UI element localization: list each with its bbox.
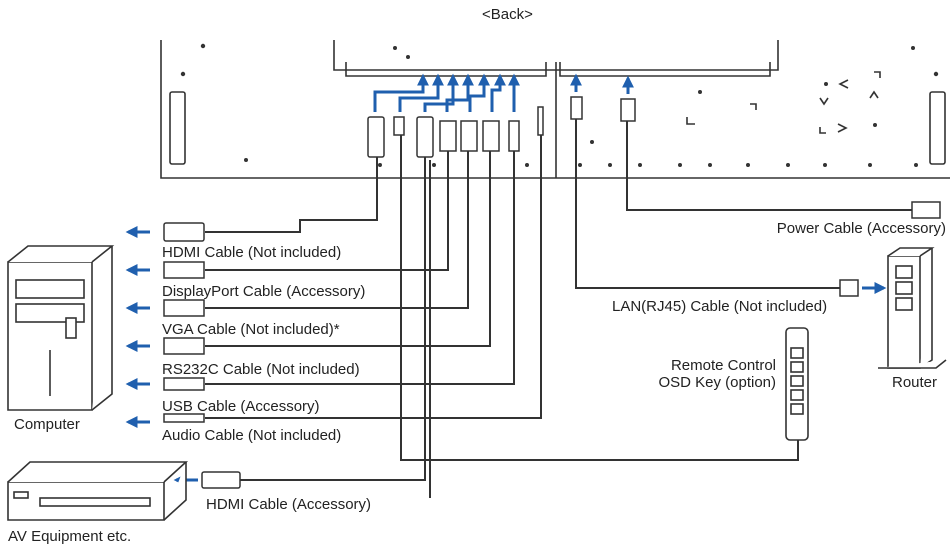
av-equipment-illustration <box>7 461 189 521</box>
displayport-cable-label: DisplayPort Cable (Accessory) <box>162 283 366 300</box>
back-label: <Back> <box>482 6 533 23</box>
monitor-back-panel <box>160 40 950 179</box>
cable-lines <box>205 119 915 498</box>
hdmi-av-cable-label: HDMI Cable (Accessory) <box>206 496 372 513</box>
computer-label: Computer <box>14 416 80 433</box>
audio-cable-label: Audio Cable (Not included) <box>162 427 342 444</box>
av-equipment-label: AV Equipment etc. <box>8 528 132 545</box>
computer-illustration <box>7 245 115 411</box>
remote-control-label: Remote Control <box>670 357 776 374</box>
rs232c-cable-label: RS232C Cable (Not included) <box>162 361 360 378</box>
remote-control-illustration <box>785 327 809 441</box>
hdmi-cable-label: HDMI Cable (Not included) <box>162 244 342 261</box>
osd-key-label: OSD Key (option) <box>658 374 776 391</box>
panel-connectors <box>367 96 636 158</box>
router-illustration <box>878 247 947 369</box>
lan-cable-label: LAN(RJ45) Cable (Not included) <box>612 298 828 315</box>
router-label: Router <box>892 374 938 391</box>
vga-cable-label: VGA Cable (Not included)* <box>162 321 340 338</box>
end-connectors <box>163 201 941 489</box>
usb-cable-label: USB Cable (Accessory) <box>162 398 320 415</box>
power-cable-label: Power Cable (Accessory) <box>776 220 946 237</box>
monitor-screws <box>180 43 939 167</box>
port-arrows <box>373 73 634 112</box>
